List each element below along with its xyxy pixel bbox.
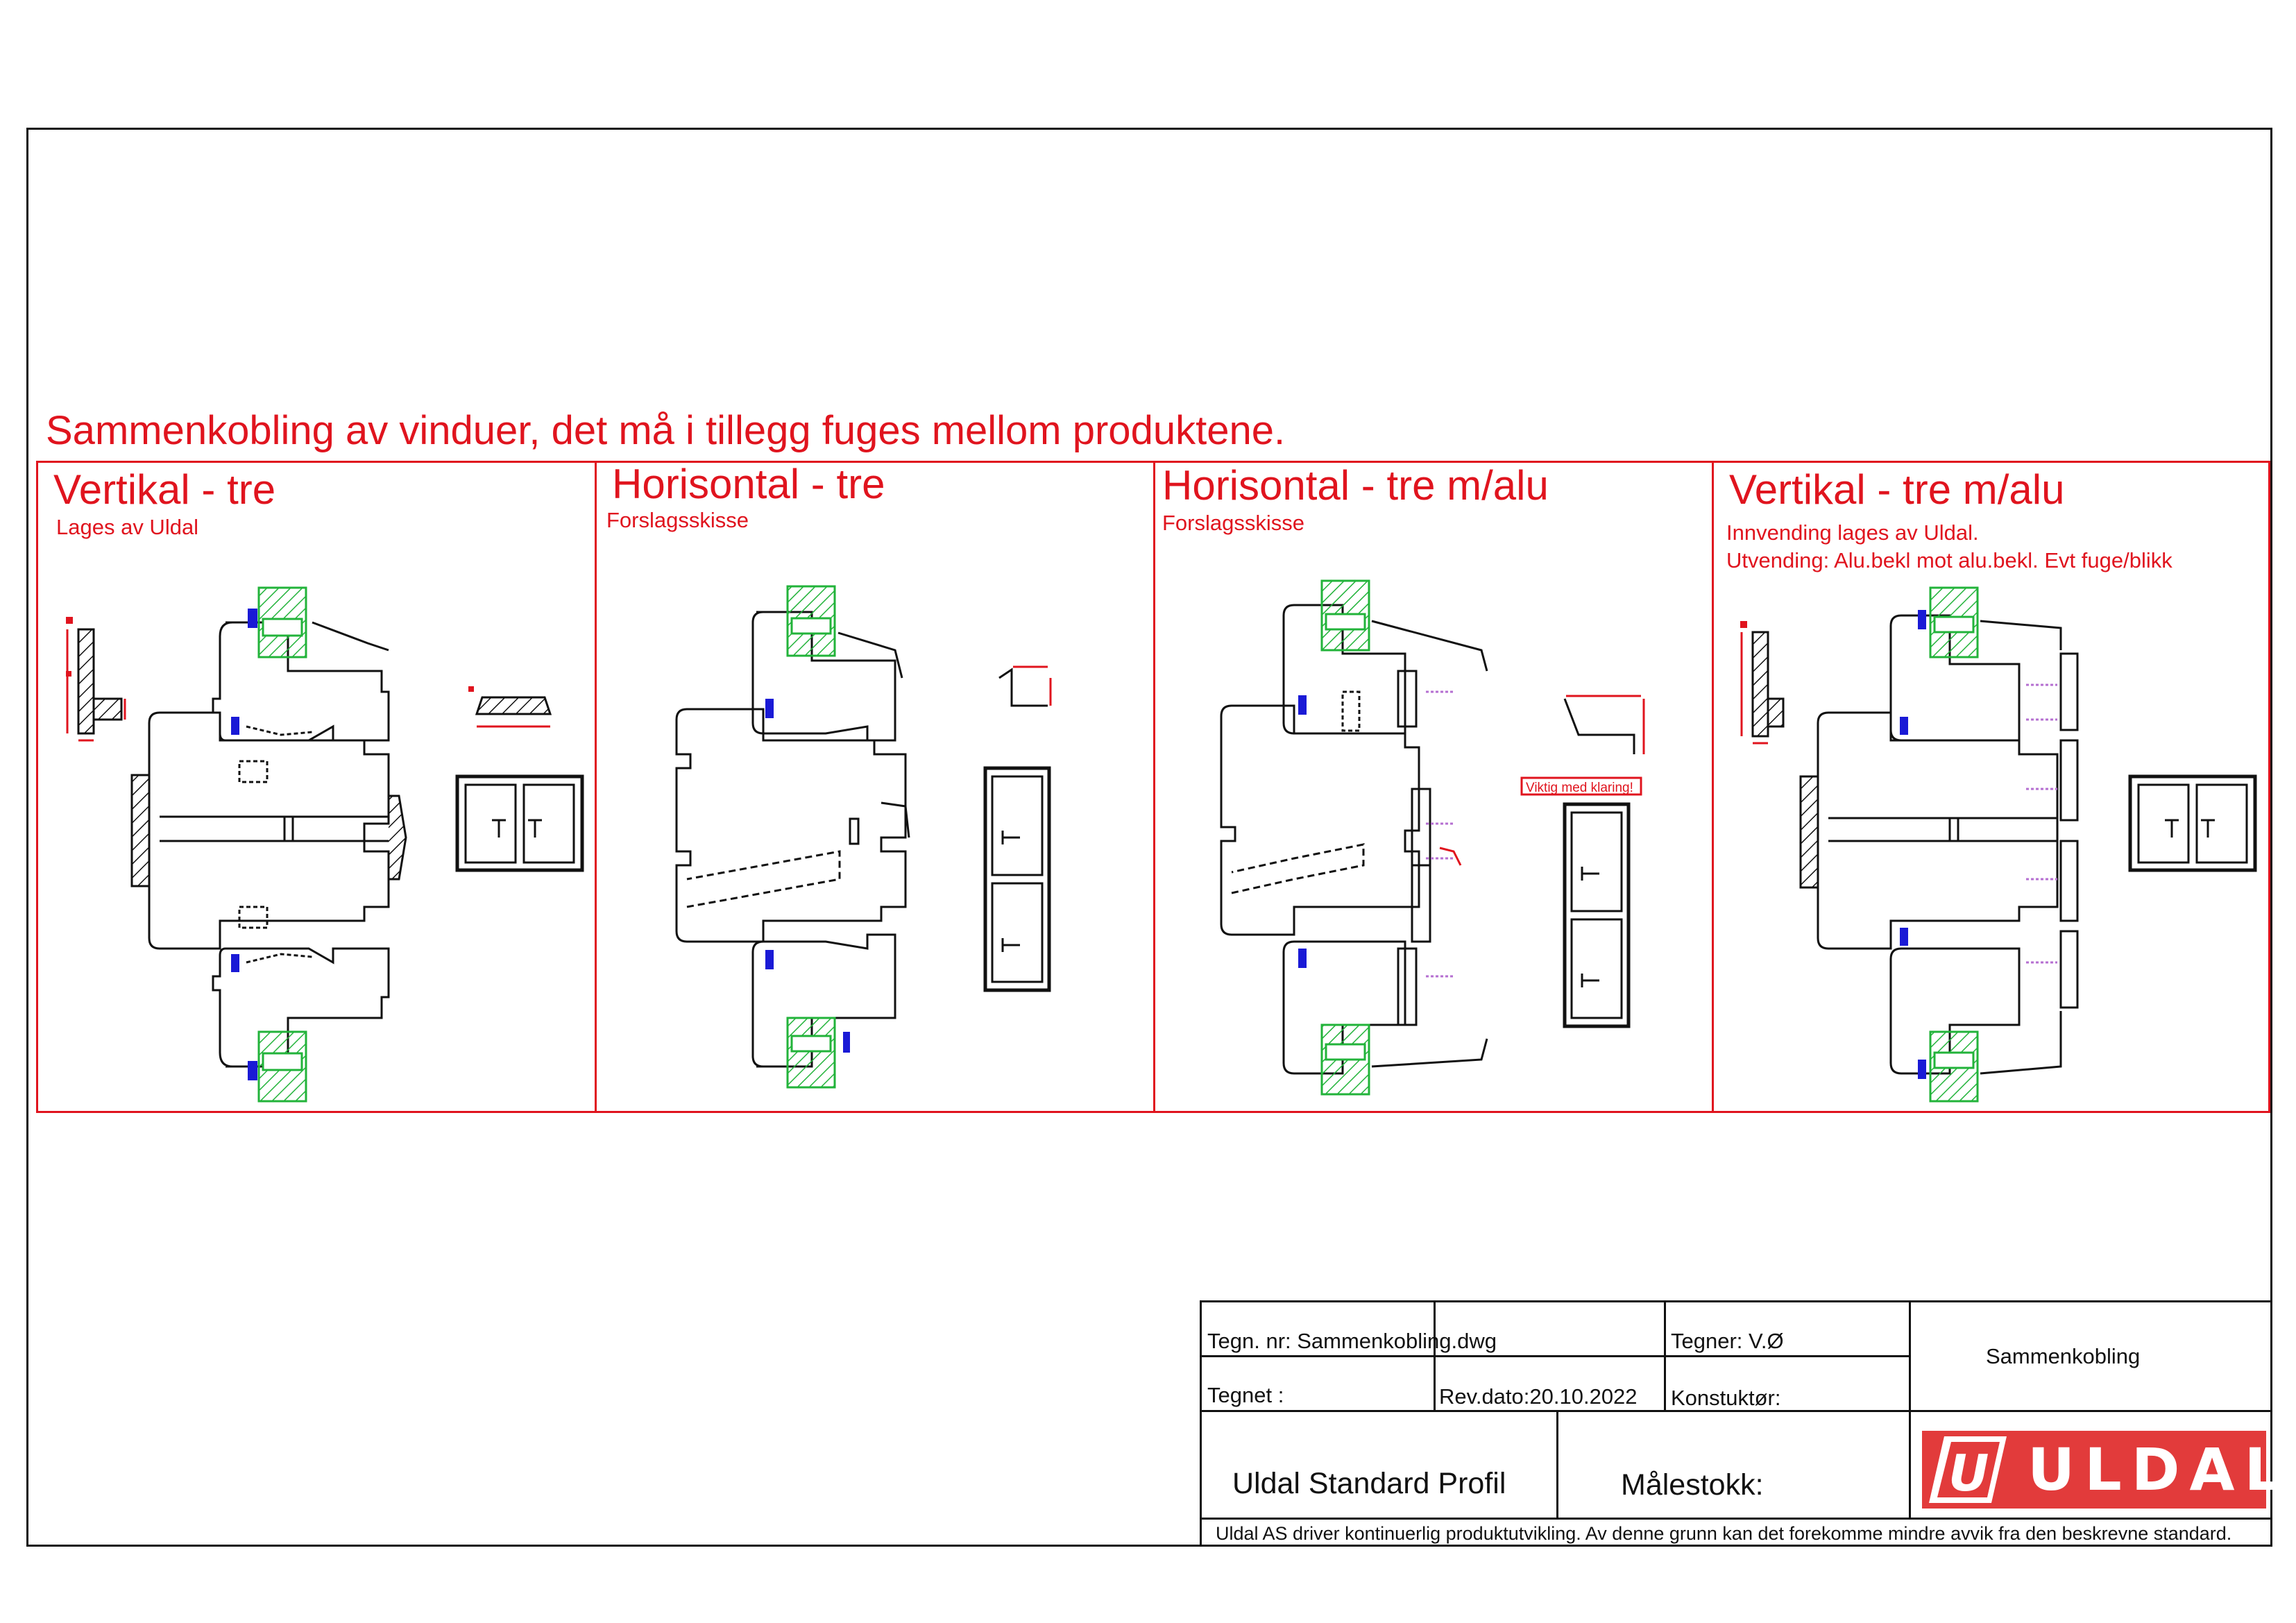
center-frame	[130, 711, 407, 950]
lower-sash	[1282, 940, 1488, 1096]
flashing-sketch	[1563, 695, 1645, 754]
panel-horizontal-wood: Horisontal - tre Forslagsskisse	[597, 461, 1155, 1111]
callout-text: Viktig med klaring!	[1526, 781, 1633, 795]
panel-vertical-wood-alu: Vertikal - tre m/alu Innvending lages av…	[1714, 463, 2268, 1111]
profile-sketch	[66, 617, 126, 742]
logo-mark-icon: U	[1929, 1436, 2007, 1503]
center-frame	[1799, 711, 2079, 950]
lower-sash	[751, 933, 896, 1089]
center-frame	[1220, 690, 1462, 943]
cover-strip-sketch	[468, 686, 552, 728]
uldal-logo: U ULDAL	[1922, 1431, 2281, 1509]
upper-sash	[1282, 579, 1488, 735]
panel-note: Utvending: Alu.bekl mot alu.bekl. Evt fu…	[1726, 548, 2172, 572]
panel-title: Vertikal - tre	[53, 466, 276, 513]
section-drawing	[675, 585, 1052, 1089]
callout-box	[1520, 776, 1642, 796]
section-drawing	[1740, 586, 2257, 1103]
drawing-name: Sammenkobling	[1986, 1344, 2141, 1368]
center-frame	[675, 708, 910, 943]
lower-sash	[212, 906, 390, 1103]
main-title: Sammenkobling av vinduer, det må i tille…	[46, 408, 1286, 453]
panel-subtitle: Forslagsskisse	[606, 508, 749, 532]
scale-label: Målestokk:	[1621, 1468, 1764, 1502]
disclaimer: Uldal AS driver kontinuerlig produktutvi…	[1216, 1523, 2232, 1544]
section-drawing: Viktig med klaring!	[1220, 579, 1645, 1096]
upper-sash	[751, 585, 903, 742]
window-elevation-icon	[455, 774, 584, 872]
panel-title: Horisontal - tre	[612, 461, 885, 507]
panel-title: Horisontal - tre m/alu	[1162, 462, 1549, 509]
upper-sash	[1889, 586, 2079, 742]
designer: Konstuktør:	[1671, 1386, 1781, 1410]
panel-vertical-wood: Vertikal - tre Lages av Uldal	[38, 463, 597, 1111]
window-elevation-icon	[1563, 802, 1631, 1028]
flashing-sketch	[998, 665, 1052, 707]
drawing-frame	[26, 128, 2272, 1547]
lower-sash	[1889, 930, 2079, 1103]
revision-date: Rev.dato:20.10.2022	[1439, 1384, 1638, 1409]
panel-title: Vertikal - tre m/alu	[1729, 466, 2065, 513]
drawing-number: Tegn. nr: Sammenkobling.dwg	[1207, 1329, 1497, 1353]
panel-subtitle: Forslagsskisse	[1162, 511, 1304, 535]
drawn-by: Tegner: V.Ø	[1671, 1329, 1784, 1353]
detail-panels: Vertikal - tre Lages av Uldal	[36, 461, 2270, 1113]
profile-sketch	[1740, 621, 1785, 745]
logo-text: ULDAL	[2027, 1436, 2291, 1504]
panel-horizontal-wood-alu: Horisontal - tre m/alu Forslagsskisse	[1155, 462, 1714, 1111]
panel-subtitle: Innvending lages av Uldal.	[1726, 520, 1979, 545]
window-elevation-icon	[2128, 774, 2257, 872]
upper-sash	[212, 586, 390, 742]
svg-text:U: U	[1948, 1444, 1989, 1502]
profile-name: Uldal Standard Profil	[1232, 1467, 1506, 1500]
panel-subtitle: Lages av Uldal	[56, 515, 199, 539]
section-drawing	[66, 586, 584, 1103]
window-elevation-icon	[983, 766, 1051, 992]
drawn-label: Tegnet :	[1207, 1383, 1284, 1407]
title-block: Tegn. nr: Sammenkobling.dwg Tegner: V.Ø …	[1200, 1300, 2272, 1547]
